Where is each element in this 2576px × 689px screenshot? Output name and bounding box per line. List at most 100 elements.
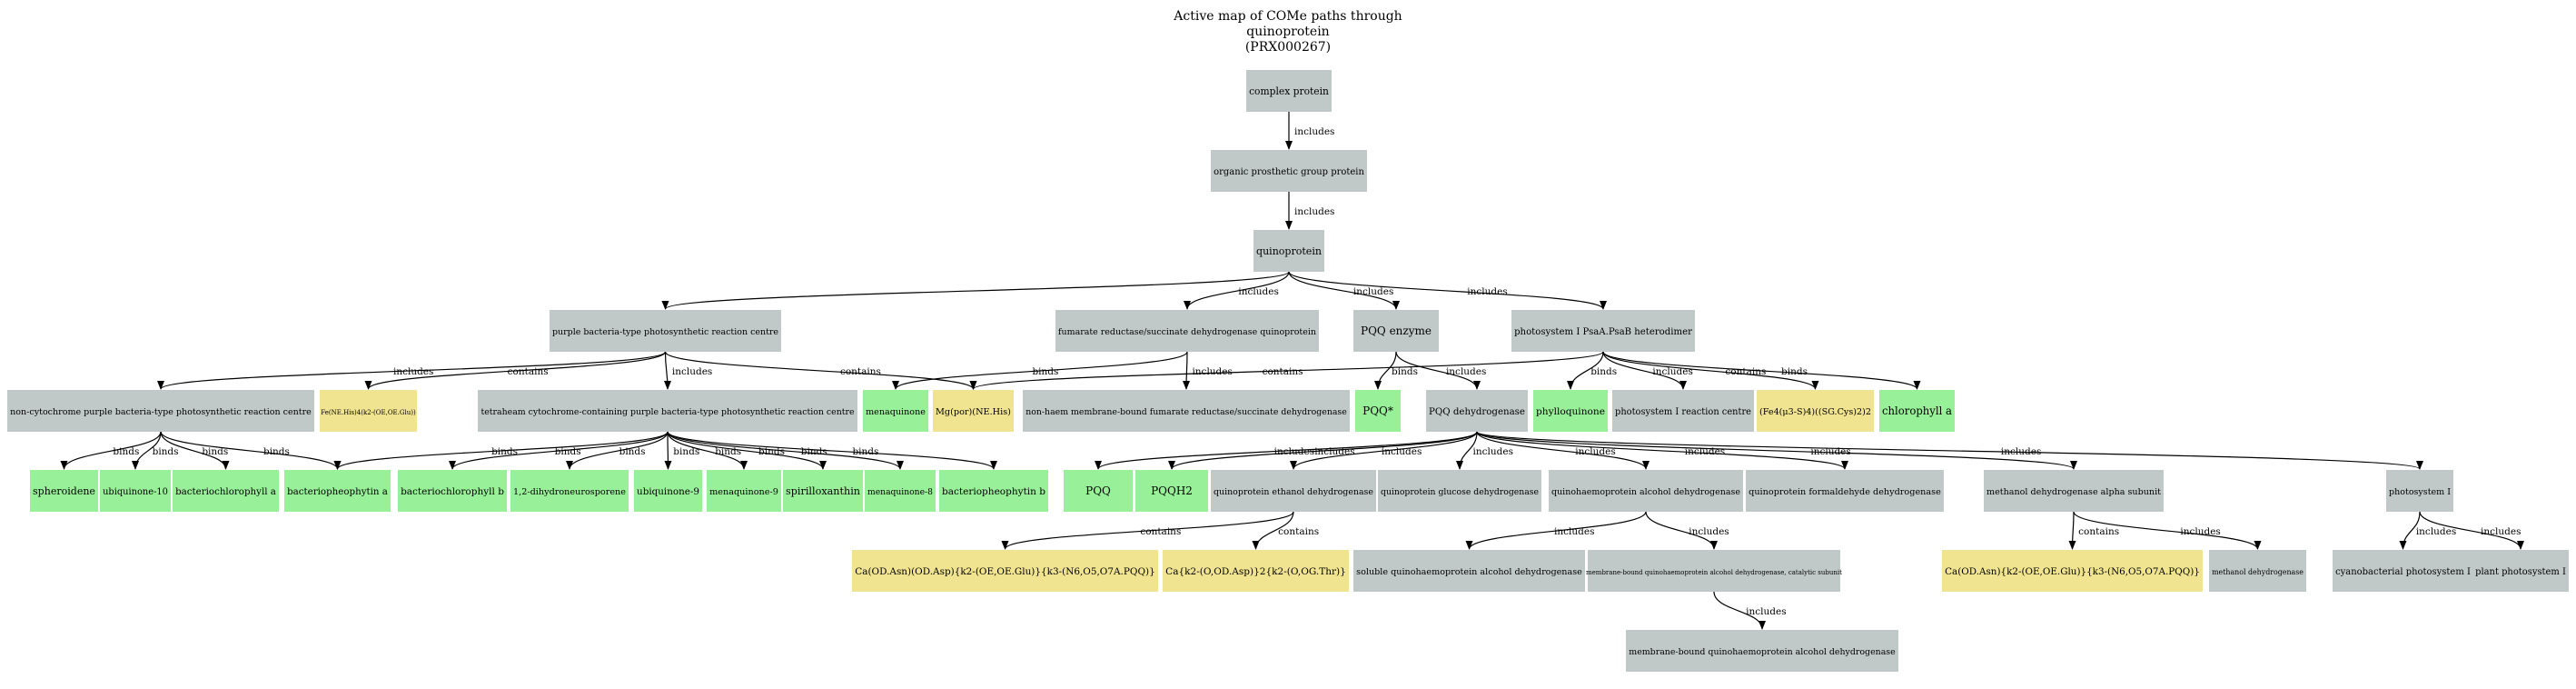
node-protein[interactable]: methanol dehydrogenase xyxy=(2209,550,2306,592)
node-box xyxy=(1353,550,1585,592)
node-protein[interactable]: photosystem I PsaA.PsaB heterodimer xyxy=(1511,310,1695,352)
edge-n41-n46: includes xyxy=(1713,591,1787,630)
node-protein[interactable]: quinoprotein xyxy=(1253,230,1324,272)
nodes-layer: complex protein organic prosthetic group … xyxy=(7,70,2569,672)
node-small-molecule[interactable]: ubiquinone-9 xyxy=(634,470,702,512)
node-protein[interactable]: quinoprotein formaldehyde dehydrogenase xyxy=(1746,470,1944,512)
edge-line xyxy=(1183,351,1191,390)
edge-line xyxy=(333,431,669,470)
edge-n6-n15: binds xyxy=(1567,351,1617,390)
node-small-molecule[interactable]: PQQH2 xyxy=(1135,470,1208,512)
node-small-molecule[interactable]: menaquinone-8 xyxy=(865,470,936,512)
node-small-molecule[interactable]: bacteriochlorophyll a xyxy=(173,470,279,512)
node-protein[interactable]: quinoprotein ethanol dehydrogenase xyxy=(1211,470,1376,512)
node-box xyxy=(1378,470,1541,512)
node-protein[interactable]: PQQ dehydrogenase xyxy=(1426,390,1528,432)
node-label: Ca(OD.Asn)(OD.Asp){k2-(OE,OE.Glu)}{k3-(N… xyxy=(855,566,1154,577)
node-protein[interactable]: tetraheam cytochrome-containing purple b… xyxy=(478,390,857,432)
edge-line xyxy=(1288,271,1400,310)
edge-n14-n31: includes xyxy=(1168,431,1478,470)
node-protein[interactable]: quinoprotein glucose dehydrogenase xyxy=(1378,470,1541,512)
edge-label: includes xyxy=(1446,366,1486,377)
node-box xyxy=(933,390,1014,432)
node-metal-cluster[interactable]: Ca(OD.Asn){k2-(OE,OE.Glu)}{k3-(N6,O5,O7A… xyxy=(1942,550,2203,592)
edge-line xyxy=(160,431,342,470)
node-small-molecule[interactable]: bacteriochlorophyll b xyxy=(398,470,507,512)
node-small-molecule[interactable]: phylloquinone xyxy=(1533,390,1608,432)
node-box xyxy=(1135,470,1208,512)
node-box xyxy=(1511,310,1695,352)
edge-line xyxy=(1476,431,2077,470)
node-protein[interactable]: non-cytochrome purple bacteria-type phot… xyxy=(7,390,314,432)
edge-label: binds xyxy=(619,446,646,457)
node-metal-cluster[interactable]: Ca{k2-(O,OD.Asp)}2{k2-(O,OG.Thr)} xyxy=(1163,550,1349,592)
node-box xyxy=(100,470,171,512)
node-metal-cluster[interactable]: Mg(por)(NE.His) xyxy=(933,390,1014,432)
edge-n5-n13: binds xyxy=(1374,351,1418,390)
node-protein[interactable]: photosystem I xyxy=(2386,470,2453,512)
node-small-molecule[interactable]: menaquinone-9 xyxy=(707,470,781,512)
edge-line xyxy=(1095,431,1478,470)
node-protein[interactable]: cyanobacterial photosystem I xyxy=(2333,550,2473,592)
edge-label: includes xyxy=(1554,526,1594,537)
node-protein[interactable]: plant photosystem I xyxy=(2472,550,2569,592)
edge-label: includes xyxy=(1192,366,1232,377)
node-small-molecule[interactable]: menaquinone xyxy=(863,390,928,432)
node-label: membrane-bound quinohaemoprotein alcohol… xyxy=(1629,647,1896,657)
node-protein[interactable]: non-haem membrane-bound fumarate reducta… xyxy=(1023,390,1350,432)
node-metal-cluster[interactable]: Ca(OD.Asn)(OD.Asp){k2-(OE,OE.Glu)}{k3-(N… xyxy=(852,550,1158,592)
node-small-molecule[interactable]: ubiquinone-10 xyxy=(100,470,171,512)
node-label: menaquinone-8 xyxy=(867,487,933,497)
node-box xyxy=(634,470,702,512)
node-box xyxy=(320,390,417,432)
edge-n14-n34: includes xyxy=(1476,431,1650,470)
node-protein[interactable]: membrane-bound quinohaemoprotein alcohol… xyxy=(1586,550,1842,592)
node-protein[interactable]: PQQ enzyme xyxy=(1353,310,1439,352)
node-label: ubiquinone-9 xyxy=(637,486,699,497)
node-small-molecule[interactable]: spirilloxanthin xyxy=(783,470,863,512)
node-box xyxy=(1879,390,1955,432)
node-protein[interactable]: quinohaemoprotein alcohol dehydrogenase xyxy=(1549,470,1743,512)
edge-line xyxy=(1602,351,1921,390)
node-box xyxy=(1355,390,1401,432)
node-small-molecule[interactable]: bacteriopheophytin a xyxy=(284,470,391,512)
edge-label: includes xyxy=(1294,126,1334,137)
node-small-molecule[interactable]: 1,2-dihydroneurosporene xyxy=(510,470,629,512)
node-protein[interactable]: methanol dehydrogenase alpha subunit xyxy=(1984,470,2164,512)
node-box xyxy=(1064,470,1133,512)
node-box xyxy=(1163,550,1349,592)
edge-n32-n38: contains xyxy=(1001,511,1294,550)
edge-line xyxy=(1567,351,1604,390)
edge-line xyxy=(663,351,671,390)
node-protein[interactable]: soluble quinohaemoprotein alcohol dehydr… xyxy=(1353,550,1585,592)
node-protein[interactable]: membrane-bound quinohaemoprotein alcohol… xyxy=(1626,630,1898,672)
edge-label: binds xyxy=(202,446,228,457)
node-protein[interactable]: complex protein xyxy=(1246,70,1332,112)
node-small-molecule[interactable]: chlorophyll a xyxy=(1879,390,1955,432)
node-metal-cluster[interactable]: Fe(NE.His)4(k2-(OE,OE.Glu)) xyxy=(320,390,417,432)
edge-line xyxy=(1374,351,1397,390)
edge-label: binds xyxy=(1781,366,1808,377)
node-small-molecule[interactable]: PQQ* xyxy=(1355,390,1401,432)
node-small-molecule[interactable]: bacteriopheophytin b xyxy=(939,470,1048,512)
node-box xyxy=(1626,630,1898,672)
node-box xyxy=(1246,70,1332,112)
edge-n14-n32: includes xyxy=(1290,431,1478,470)
node-label: plant photosystem I xyxy=(2475,567,2566,577)
edge-n4-n12: includes xyxy=(1183,351,1233,390)
edge-line xyxy=(1713,591,1766,630)
node-box xyxy=(939,470,1048,512)
edge-n7-n19: binds xyxy=(60,431,162,470)
node-label: methanol dehydrogenase xyxy=(2212,568,2304,576)
node-box xyxy=(30,470,98,512)
node-label: tetraheam cytochrome-containing purple b… xyxy=(481,407,855,417)
node-protein[interactable]: purple bacteria-type photosynthetic reac… xyxy=(550,310,781,352)
node-metal-cluster[interactable]: (Fe4(μ3-S)4)((SG.Cys)2)2 xyxy=(1757,390,1874,432)
edge-label: contains xyxy=(1263,366,1303,377)
node-small-molecule[interactable]: PQQ xyxy=(1064,470,1133,512)
node-protein[interactable]: organic prosthetic group protein xyxy=(1211,150,1367,192)
node-small-molecule[interactable]: spheroidene xyxy=(30,470,98,512)
node-protein[interactable]: fumarate reductase/succinate dehydrogena… xyxy=(1055,310,1319,352)
node-protein[interactable]: photosystem I reaction centre xyxy=(1612,390,1754,432)
